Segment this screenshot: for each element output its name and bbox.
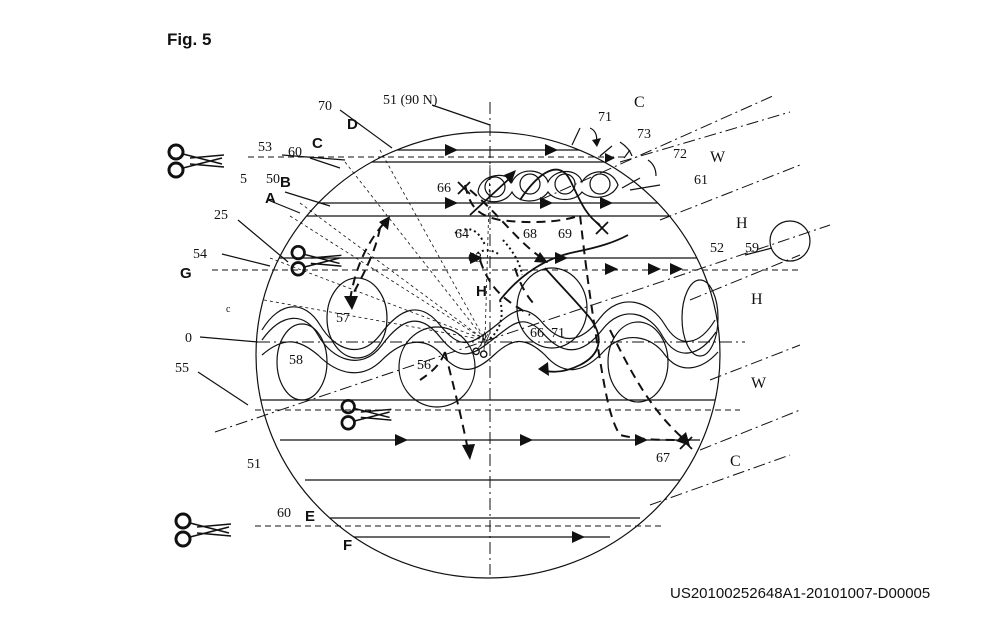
label-61: 61 bbox=[694, 173, 708, 188]
label-52: 52 bbox=[710, 241, 724, 256]
letter-h-right-lower: H bbox=[751, 291, 763, 308]
flow-lines bbox=[260, 149, 720, 538]
letter-c-left: C bbox=[312, 135, 323, 152]
sphere-outline bbox=[255, 131, 721, 579]
label-0: 0 bbox=[185, 331, 192, 346]
scissors-icon bbox=[290, 244, 343, 277]
label-55: 55 bbox=[175, 361, 189, 376]
label-59: 59 bbox=[745, 241, 759, 256]
label-51-bottom: 51 bbox=[247, 457, 261, 472]
figure-title: Fig. 5 bbox=[167, 30, 211, 49]
label-66-mid: 66 bbox=[530, 326, 544, 341]
equatorial-wave-lower bbox=[261, 337, 719, 374]
label-5: 5 bbox=[240, 172, 247, 187]
vortex-right bbox=[607, 321, 669, 403]
letter-b: B bbox=[280, 174, 291, 191]
label-60-bottom: 60 bbox=[277, 506, 291, 521]
letter-f: F bbox=[343, 537, 352, 554]
label-51-90n: 51 (90 N) bbox=[383, 93, 438, 108]
cross-marks bbox=[457, 181, 693, 450]
label-53: 53 bbox=[258, 140, 272, 155]
diagonal-dashdot-lines bbox=[214, 94, 831, 506]
circle-chain-61 bbox=[477, 170, 619, 203]
dotted-paths bbox=[454, 228, 523, 341]
label-64: 64 bbox=[455, 227, 469, 242]
vortex-56 bbox=[398, 326, 476, 408]
letter-a: A bbox=[265, 190, 276, 207]
letter-c-right-lower: C bbox=[730, 453, 741, 470]
label-72: 72 bbox=[673, 147, 687, 162]
moon-59 bbox=[769, 220, 811, 262]
label-71-mid: 71 bbox=[551, 326, 565, 341]
label-54: 54 bbox=[193, 247, 207, 262]
label-58: 58 bbox=[289, 353, 303, 368]
letter-g: G bbox=[180, 265, 192, 282]
label-66-top: 66 bbox=[437, 181, 451, 196]
solid-curves bbox=[469, 168, 629, 376]
label-60-top: 60 bbox=[288, 145, 302, 160]
label-57: 57 bbox=[336, 311, 350, 326]
letter-h-right-upper: H bbox=[736, 215, 748, 232]
angle-arcs bbox=[589, 127, 657, 177]
leader-lines bbox=[197, 104, 661, 406]
vortex-57 bbox=[326, 277, 388, 359]
scissors-icon bbox=[340, 398, 393, 431]
equatorial-wave-upper bbox=[261, 301, 716, 351]
equatorial-wave-mid bbox=[261, 313, 717, 361]
label-25: 25 bbox=[214, 208, 228, 223]
label-71-top: 71 bbox=[598, 110, 612, 125]
label-68: 68 bbox=[523, 227, 537, 242]
label-56: 56 bbox=[417, 358, 431, 373]
label-63: 63 bbox=[468, 251, 482, 266]
flow-arrowheads bbox=[395, 144, 683, 543]
letter-d: D bbox=[347, 116, 358, 133]
label-67: 67 bbox=[656, 451, 670, 466]
dashed-trajectories bbox=[344, 184, 691, 460]
converging-rays bbox=[263, 149, 491, 341]
letter-h-mid: H bbox=[476, 283, 487, 300]
document-id: US20100252648A1-20101007-D00005 bbox=[670, 585, 930, 602]
scissors-icon bbox=[167, 143, 226, 179]
vortex-far-right bbox=[681, 279, 719, 357]
scissors-icon bbox=[174, 512, 233, 548]
vortex-58 bbox=[276, 323, 328, 401]
label-c-small: c bbox=[226, 304, 231, 315]
label-50: 50 bbox=[266, 172, 280, 187]
label-69: 69 bbox=[558, 227, 572, 242]
letter-e: E bbox=[305, 508, 315, 525]
letter-c-top-right: C bbox=[634, 94, 645, 111]
label-73: 73 bbox=[637, 127, 651, 142]
label-70: 70 bbox=[318, 99, 332, 114]
letter-w-top-right: W bbox=[710, 149, 726, 166]
letter-w-right-lower: W bbox=[751, 375, 767, 392]
